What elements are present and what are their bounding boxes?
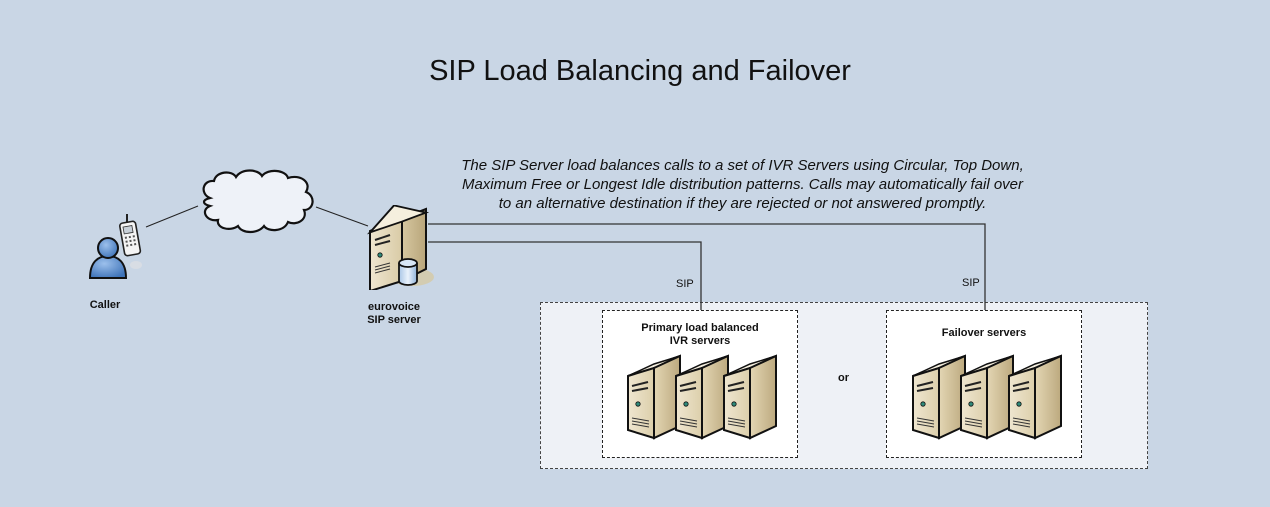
server-icon (1008, 354, 1062, 440)
sip-to-failover-line (428, 223, 986, 310)
database-icon (398, 258, 418, 286)
description-line: to an alternative destination if they ar… (498, 195, 987, 212)
primary-server-stack (624, 354, 784, 444)
sip-server-icon (366, 205, 434, 290)
caller-to-cloud-line (145, 205, 199, 228)
server-icon (912, 354, 966, 440)
description-line: The SIP Server load balances calls to a … (461, 157, 1024, 174)
mobile-phone-icon (119, 214, 142, 269)
failover-server-stack (909, 354, 1069, 444)
server-icon (960, 354, 1014, 440)
sip-to-primary-line (428, 241, 702, 310)
server-icon (627, 354, 681, 440)
primary-group-label-line1: Primary load balanced (641, 322, 759, 334)
server-icon (675, 354, 729, 440)
primary-group-label-line2: IVR servers (669, 335, 731, 347)
or-separator-label: or (838, 372, 849, 384)
description-text: The SIP Server load balances calls to a … (440, 156, 1045, 213)
cloud-icon (202, 169, 314, 234)
server-icon (723, 354, 777, 440)
sip-server-label: eurovoice SIP server (354, 301, 434, 327)
sip-server-label-line1: eurovoice (368, 301, 420, 313)
primary-group-label: Primary load balanced IVR servers (602, 322, 798, 348)
description-line: Maximum Free or Longest Idle distributio… (461, 176, 1024, 193)
caller-label: Caller (89, 299, 121, 311)
caller-icon (88, 214, 142, 279)
failover-group-label: Failover servers (941, 327, 1027, 339)
primary-sip-label: SIP (676, 278, 694, 290)
failover-sip-label: SIP (962, 277, 980, 289)
diagram-title: SIP Load Balancing and Failover (429, 55, 851, 87)
cloud-to-sip-server-line (315, 206, 369, 227)
sip-server-label-line2: SIP server (367, 314, 421, 326)
person-icon (88, 237, 128, 279)
